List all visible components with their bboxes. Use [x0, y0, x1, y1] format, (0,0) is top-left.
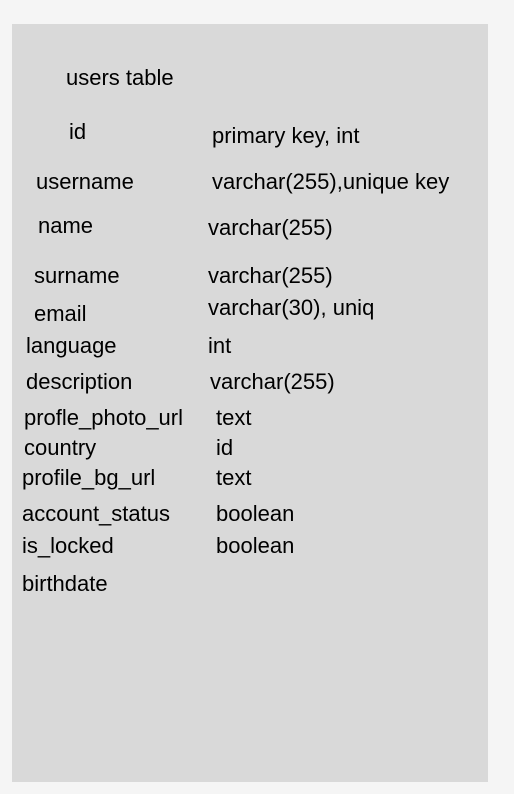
field-name-surname: surname: [34, 263, 120, 288]
field-type-language: int: [208, 333, 232, 358]
field-name-email: email: [34, 301, 87, 326]
field-name-account-status: account_status: [22, 501, 170, 526]
field-name-country: country: [24, 435, 97, 460]
field-type-profle-photo-url: text: [216, 405, 252, 430]
field-type-name: varchar(255): [208, 215, 333, 240]
field-name-username: username: [36, 169, 134, 194]
field-name-profile-bg-url: profile_bg_url: [22, 465, 156, 490]
field-type-surname: varchar(255): [208, 263, 333, 288]
field-type-id: primary key, int: [212, 123, 360, 148]
field-type-email: varchar(30), uniq: [208, 295, 375, 320]
table-title: users table: [66, 65, 174, 90]
field-name-profle-photo-url: profle_photo_url: [24, 405, 184, 430]
field-name-description: description: [26, 369, 133, 394]
field-name-id: id: [69, 119, 87, 144]
field-type-is-locked: boolean: [216, 533, 295, 558]
field-name-is-locked: is_locked: [22, 533, 114, 558]
field-name-birthdate: birthdate: [22, 571, 108, 596]
users-table-panel: users table id primary key, int username…: [12, 24, 488, 782]
field-name-name: name: [38, 213, 94, 238]
field-type-description: varchar(255): [210, 369, 335, 394]
field-name-language: language: [26, 333, 117, 358]
field-type-account-status: boolean: [216, 501, 295, 526]
field-type-username: varchar(255),unique key: [212, 169, 450, 194]
field-type-country: id: [216, 435, 234, 460]
field-type-profile-bg-url: text: [216, 465, 252, 490]
